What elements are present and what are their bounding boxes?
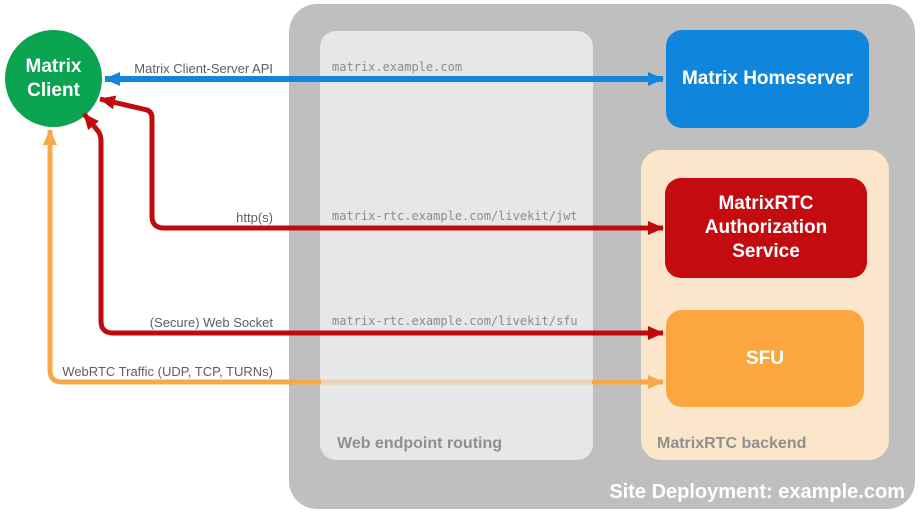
matrixrtc-auth-service-node: MatrixRTC Authorization Service: [665, 178, 867, 278]
https-arrow-label: http(s): [236, 210, 273, 225]
matrix-homeserver-label: Matrix Homeserver: [681, 68, 854, 89]
web-endpoint-routing-panel: [320, 31, 593, 460]
websocket-arrow-label: (Secure) Web Socket: [149, 315, 273, 330]
matrix-client-node: Matrix Client: [5, 30, 102, 127]
matrixrtc-auth-service-label: MatrixRTC Authorization Service: [704, 193, 828, 262]
matrix-homeserver-node: Matrix Homeserver: [666, 30, 869, 128]
webrtc-traffic-arrow-segment-solid-left: [43, 129, 321, 385]
matrix-client-label-line1: Matrix: [25, 55, 82, 77]
client-server-api-arrow-label: Matrix Client-Server API: [134, 61, 273, 76]
web-endpoint-routing-label: Web endpoint routing: [337, 435, 503, 452]
matrixrtc-backend-label: MatrixRTC backend: [657, 435, 807, 452]
endpoint-url-homeserver: matrix.example.com: [332, 60, 463, 74]
site-deployment-label: Site Deployment: example.com: [609, 481, 905, 503]
sfu-node: SFU: [666, 310, 864, 407]
sfu-label: SFU: [746, 347, 784, 369]
matrix-client-label-line2: Client: [27, 79, 80, 101]
endpoint-url-livekit-jwt: matrix-rtc.example.com/livekit/jwt: [332, 209, 578, 223]
webrtc-traffic-arrow-label: WebRTC Traffic (UDP, TCP, TURNs): [62, 364, 273, 379]
endpoint-url-livekit-sfu: matrix-rtc.example.com/livekit/sfu: [332, 314, 578, 328]
